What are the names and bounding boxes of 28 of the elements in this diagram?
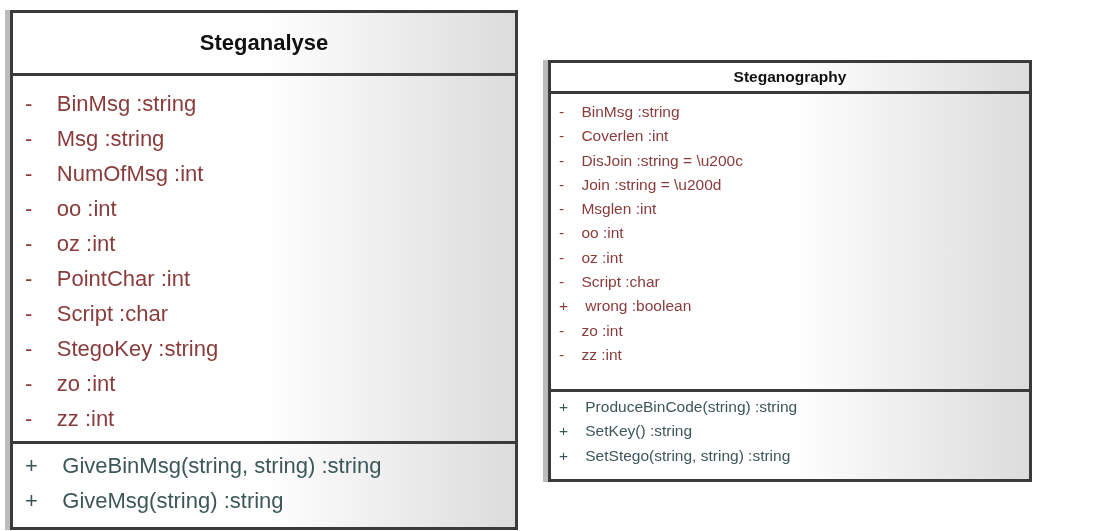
class-member: - oz :int	[559, 247, 623, 268]
class-member: - BinMsg :string	[559, 102, 680, 122]
class-member: + ProduceBinCode(string) :string	[559, 397, 798, 417]
class-name: Steganalyse	[198, 29, 330, 57]
class-member: + GiveMsg(string) :string	[25, 487, 284, 515]
class-member: - Msglen :int	[559, 199, 657, 220]
class-member: - oo :int	[559, 223, 624, 244]
class-member: - NumOfMsg :int	[25, 160, 204, 188]
class-member: + wrong :boolean	[559, 296, 692, 317]
class-member: - zo :int	[25, 370, 116, 398]
class-member: + SetStego(string, string) :string	[559, 445, 791, 466]
class-member: - oo :int	[25, 195, 117, 223]
class-member: + SetKey() :string	[559, 421, 693, 442]
class-member: - Coverlen :int	[559, 126, 669, 147]
class-member: - zz :int	[25, 405, 115, 433]
class-member: - Script :char	[559, 272, 660, 293]
class-member: - Script :char	[25, 300, 169, 328]
class-member: + GiveBinMsg(string, string) :string	[25, 452, 382, 480]
class-member: - zz :int	[559, 344, 622, 365]
class-member: - oz :int	[25, 230, 116, 258]
class-member: - PointChar :int	[25, 265, 191, 293]
class-member: - StegoKey :string	[25, 335, 219, 363]
class-member: - Msg :string	[25, 125, 165, 153]
class-member: - DisJoin :string = \u200c	[559, 150, 743, 171]
class-member: - Join :string = \u200d	[559, 174, 722, 195]
class-member: - BinMsg :string	[25, 90, 197, 118]
class-name: Steganography	[732, 67, 848, 87]
class-member: - zo :int	[559, 320, 623, 341]
